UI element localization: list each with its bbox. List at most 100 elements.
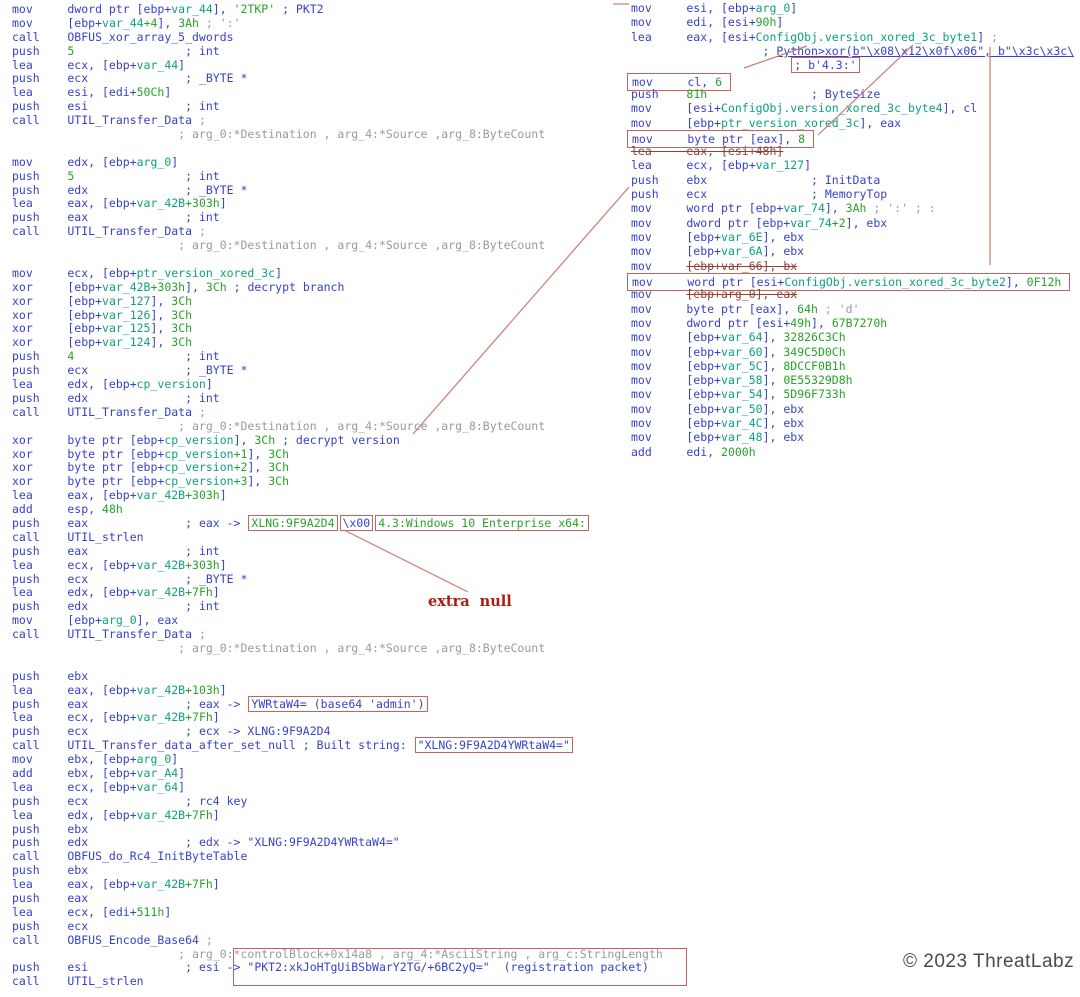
- asm-text: ; int: [185, 390, 220, 405]
- asm-text: 67B7270h: [831, 315, 888, 330]
- asm-text: ; ':' ; :: [873, 201, 936, 216]
- asm-line: push ebx ; InitData: [631, 173, 1074, 187]
- asm-text: mov [ebp+: [631, 387, 722, 402]
- asm-line: mov [ebp+var_54], 5D96F733h: [631, 387, 1074, 401]
- asm-text: call UTIL_Transfer_Data: [12, 627, 193, 642]
- asm-line: push ecx ; _BYTE *: [12, 72, 663, 86]
- asm-line: mov word ptr [ebp+var_74], 3Ah ; ':' ; :: [631, 201, 1074, 215]
- asm-line: push eax ; eax -> YWRtaW4= (base64 'admi…: [12, 695, 663, 712]
- asm-text: 3Ch: [171, 293, 193, 308]
- asm-text: ]: [212, 807, 220, 822]
- asm-text: push ebx: [12, 668, 89, 683]
- asm-text: +7Fh: [185, 585, 213, 600]
- asm-text: ], ebx: [762, 244, 805, 259]
- asm-text: var_126: [102, 307, 151, 322]
- asm-line: push esi ; int: [12, 99, 663, 114]
- asm-text: ],: [247, 446, 269, 461]
- asm-text: var_44: [171, 2, 213, 16]
- asm-text: mov cl,: [632, 74, 716, 89]
- asm-text: ; decrypt branch: [233, 279, 345, 294]
- asm-text: xor [ebp+: [12, 307, 103, 322]
- asm-text: +303h: [185, 488, 220, 503]
- asm-text: ]: [212, 710, 220, 725]
- asm-text: add edi,: [631, 444, 722, 459]
- asm-text: push edx: [12, 390, 186, 405]
- asm-line: push 4 ; int: [12, 349, 663, 364]
- asm-text: mov [ebp+: [631, 373, 722, 388]
- asm-text: push esi: [12, 99, 186, 114]
- asm-line: lea edx, [ebp+cp_version]: [12, 377, 663, 392]
- asm-line: call UTIL_Transfer_Data ;: [12, 405, 663, 420]
- asm-text: push eax: [12, 210, 186, 225]
- asm-text: mov [ebp+: [631, 344, 722, 359]
- asm-line: mov [ebp+var_6A], ebx: [631, 244, 1074, 258]
- asm-text: mov [ebp+: [631, 244, 722, 259]
- asm-text: ],: [762, 344, 784, 359]
- asm-text: 3Ch: [171, 321, 193, 336]
- asm-line: push ecx ; ecx -> XLNG:9F9A2D4: [12, 724, 663, 739]
- asm-text: 3Ch: [205, 279, 227, 294]
- asm-text: ;: [198, 932, 213, 947]
- asm-text: lea edx, [ebp+: [12, 585, 137, 600]
- asm-text: ; int: [185, 43, 220, 58]
- asm-text: ; int: [185, 168, 220, 183]
- asm-text: ],: [212, 2, 234, 16]
- asm-text: push eax: [12, 543, 186, 558]
- asm-line: xor [ebp+var_125], 3Ch: [12, 322, 663, 336]
- asm-line: push ebx: [12, 822, 663, 837]
- asm-text: [818, 302, 825, 316]
- asm-text: [74, 44, 185, 58]
- asm-text: lea ecx, [ebp+: [12, 779, 137, 794]
- asm-text: [227, 280, 234, 294]
- asm-text: push: [631, 86, 687, 101]
- asm-text: ; PKT2: [282, 2, 324, 16]
- asm-text: [74, 169, 185, 183]
- asm-text: 8: [798, 131, 806, 146]
- asm-text: 3Ch: [254, 432, 276, 447]
- asm-text: ]: [171, 154, 179, 169]
- asm-text: var_A4: [136, 765, 179, 780]
- asm-text: ], ebx: [762, 416, 805, 431]
- asm-line: ; arg_0:*controlBlock+0x14a8 , arg_4:*As…: [12, 946, 663, 962]
- asm-line: mov [ebp+var_60], 349C5D0Ch: [631, 345, 1074, 359]
- asm-text: 32826C3Ch: [783, 330, 846, 345]
- asm-line: push eax: [12, 891, 663, 906]
- asm-text: ; InitData: [811, 172, 881, 187]
- python-xor-link[interactable]: Python>xor(b"\x08\x12\x0f\x06", b"\x3c\x…: [776, 43, 1075, 58]
- extra-null-label: extra null: [428, 593, 512, 610]
- asm-line: xor byte ptr [ebp+cp_version+1], 3Ch: [12, 446, 663, 462]
- asm-text: push: [12, 168, 68, 183]
- asm-text: mov dword ptr [ebp+: [631, 215, 791, 230]
- asm-text: 511h: [136, 904, 165, 919]
- asm-text: push: [12, 43, 68, 58]
- asm-text: var_42B: [136, 877, 186, 892]
- asm-line: xor byte ptr [ebp+cp_version+3], 3Ch: [12, 474, 663, 489]
- asm-text: ], ebx: [762, 430, 805, 445]
- asm-line: mov [esi+ConfigObj.version_xored_3c_byte…: [631, 101, 1074, 115]
- asm-text: ]: [219, 488, 227, 503]
- asm-text: push ebx: [631, 172, 812, 187]
- asm-text: push edx: [12, 835, 186, 850]
- asm-text: +303h: [185, 557, 220, 572]
- asm-text: push esi: [12, 960, 186, 975]
- asm-text: var_6E: [721, 230, 763, 244]
- asm-text: ]: [178, 779, 186, 794]
- asm-line: lea ecx, [ebp+var_44]: [12, 58, 663, 73]
- disassembly-right-column: mov esi, [ebp+arg_0]mov edi, [esi+90h]le…: [627, 1, 1075, 459]
- asm-text: 349C5D0Ch: [783, 344, 846, 359]
- asm-text: 5: [67, 168, 75, 183]
- asm-text: push edx: [12, 182, 186, 197]
- asm-line: call OBFUS_do_Rc4_InitByteTable: [12, 849, 663, 864]
- asm-text: call UTIL_Transfer_data_after_set_null: [12, 738, 303, 753]
- asm-text: call OBFUS_xor_array_5_dwords: [12, 29, 234, 44]
- asm-text: ; arg_0:*controlBlock+0x14a8 , arg_4:*As…: [12, 946, 663, 961]
- asm-text: cp_version: [164, 460, 234, 475]
- asm-line: mov byte ptr [eax], 64h ; 'd': [631, 302, 1074, 316]
- asm-text: cp_version: [136, 377, 206, 392]
- asm-line: call UTIL_strlen: [12, 974, 663, 989]
- asm-line: push ecx ; _BYTE *: [12, 363, 663, 378]
- asm-text: ; decrypt version: [282, 432, 400, 447]
- asm-text: +103h: [185, 682, 220, 697]
- asm-text: ]: [275, 265, 283, 280]
